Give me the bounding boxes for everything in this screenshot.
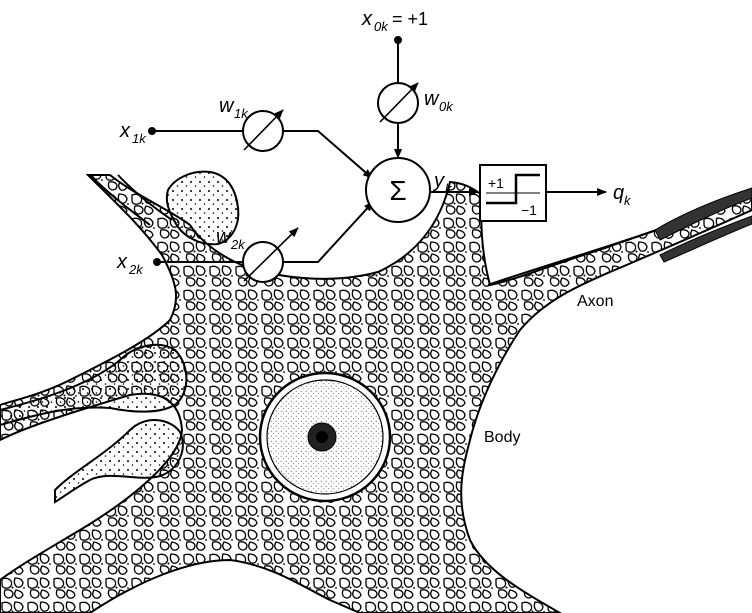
input-label-x0-value: = +1 [392,9,428,29]
weight-label-w1-sub: 1k [234,106,249,121]
input-label-x1: x [119,120,131,142]
threshold-low-label: −1 [521,202,537,218]
output-label-q-sub: k [624,193,632,208]
weight-label-w2: w [216,226,232,248]
input-label-x1-sub: 1k [132,131,147,146]
weight-label-w1: w [219,95,235,117]
input-label-x0: x [361,8,373,30]
input-label-x0-sub: 0k [374,19,389,34]
input-label-x2-sub: 2k [128,262,144,277]
connector [283,202,373,262]
summation-symbol: Σ [389,175,406,206]
weight-label-w2-sub: 2k [230,237,246,252]
weight-label-w0-sub: 0k [439,99,454,114]
threshold-high-label: +1 [488,175,504,191]
output-label-y: y [432,170,445,192]
synaptic-terminal [0,345,186,425]
input-label-x2: x [116,251,128,273]
connector [283,131,372,178]
label-axon: Axon [577,293,613,310]
label-body: Body [484,429,520,446]
output-label-q: q [613,182,624,204]
weight-label-w0: w [424,88,440,110]
